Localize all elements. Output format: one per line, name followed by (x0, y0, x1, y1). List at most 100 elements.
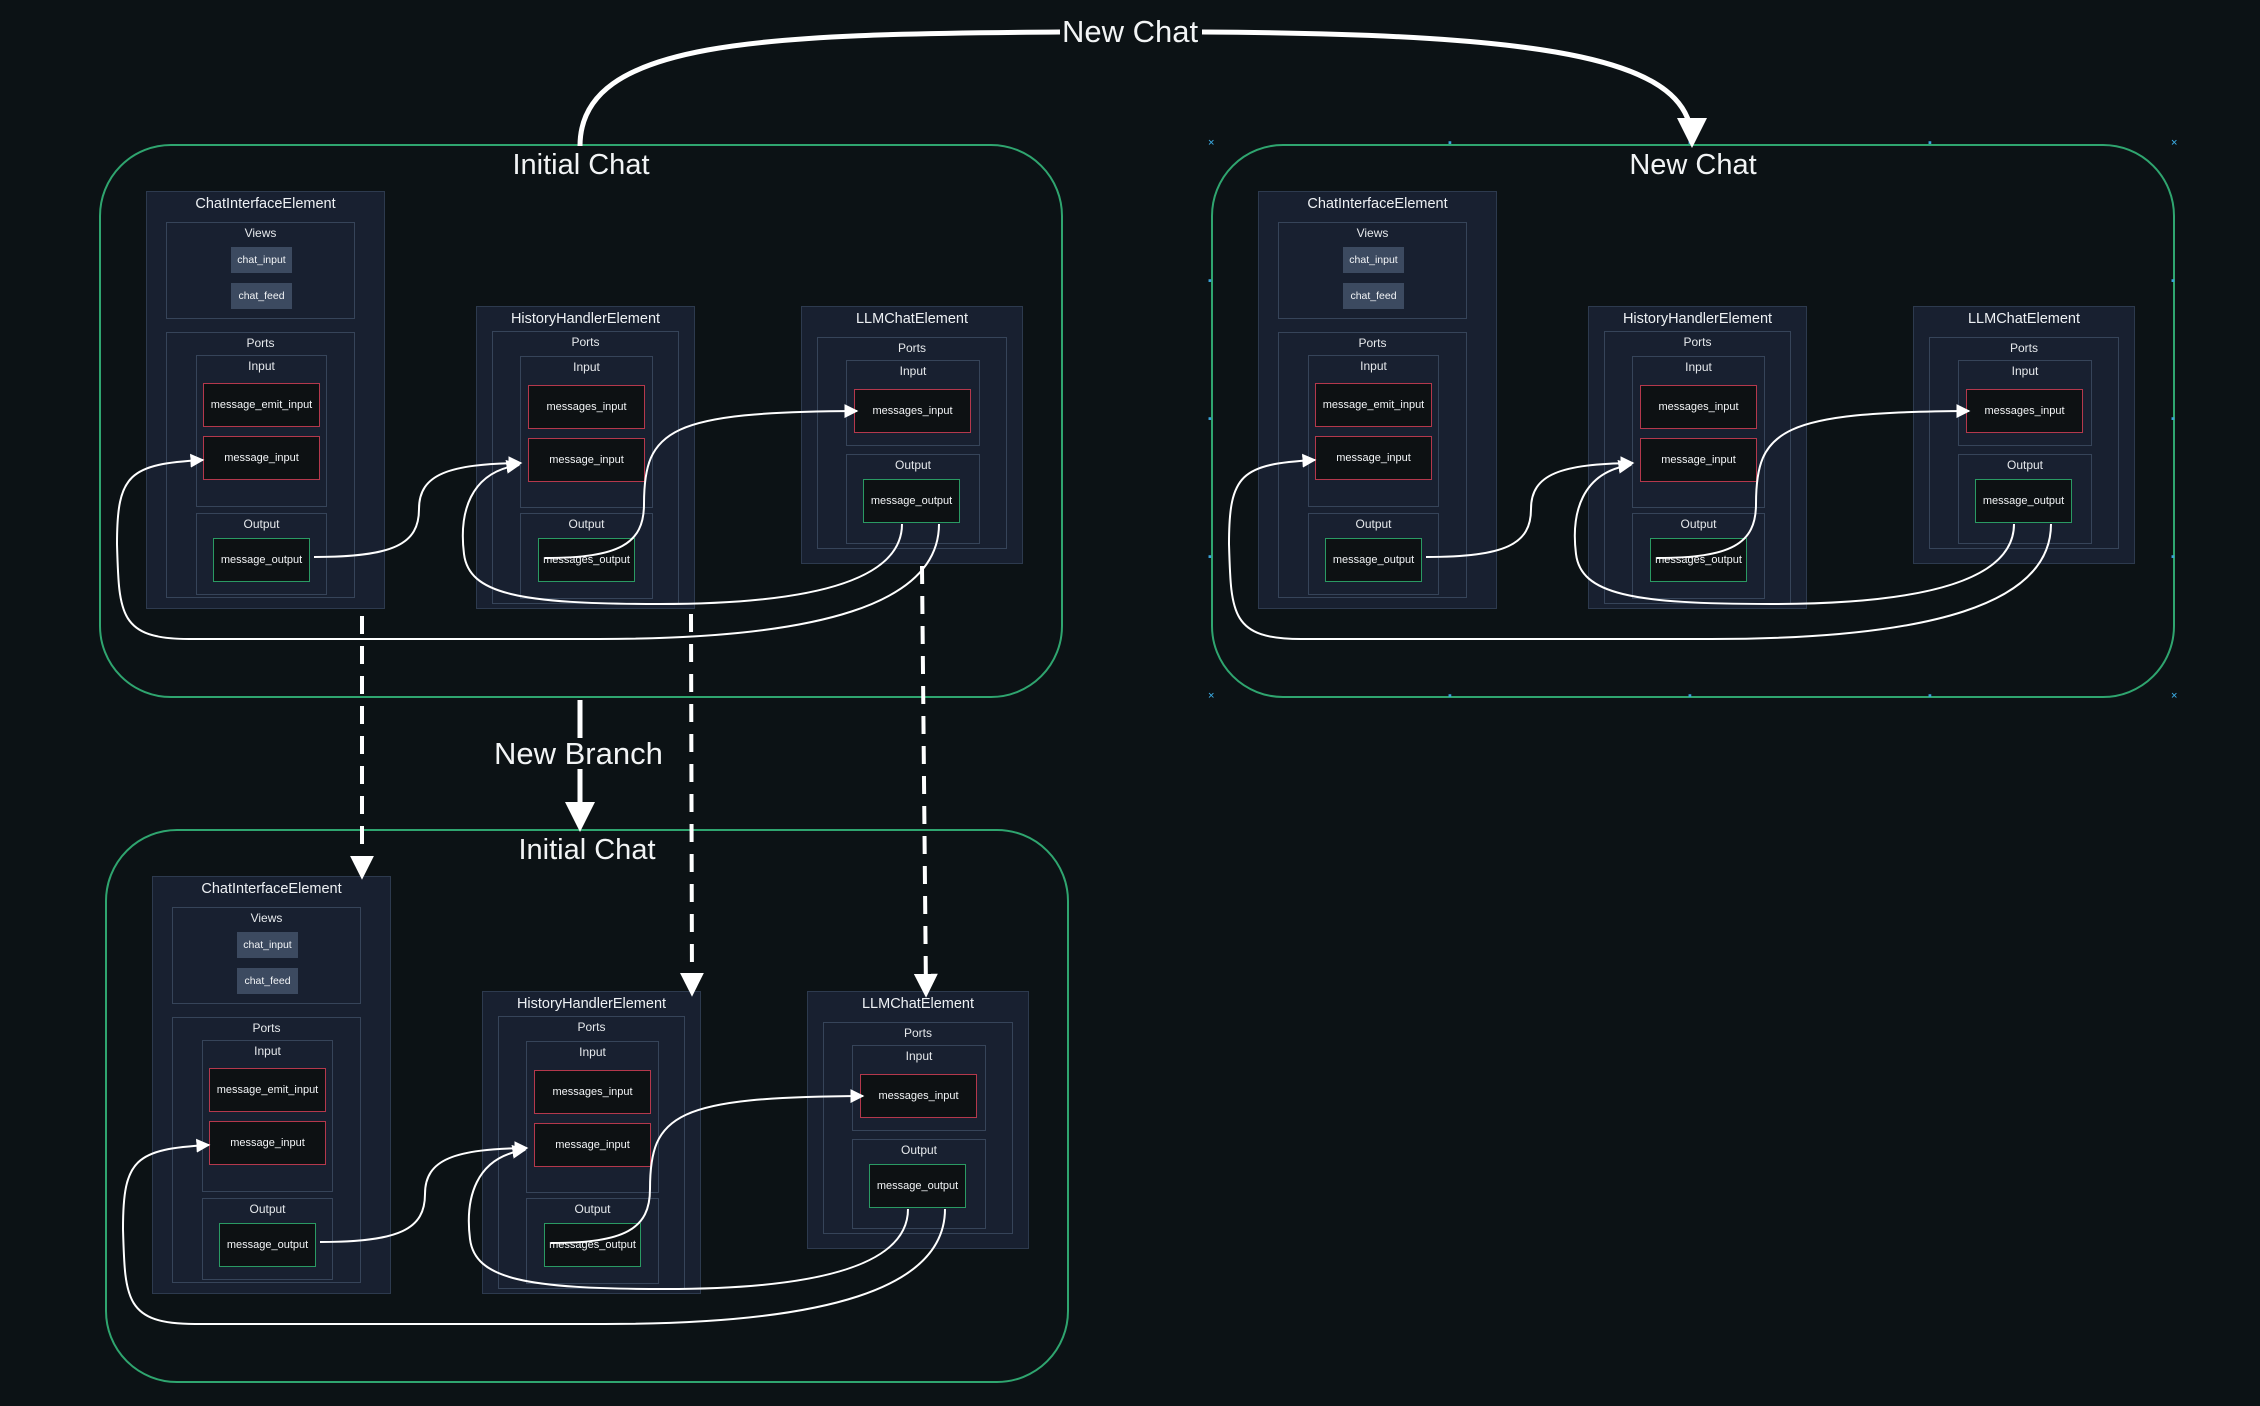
port-message-input[interactable]: message_input (1315, 436, 1432, 480)
port-messages-input[interactable]: messages_input (528, 385, 645, 429)
section-title: Output (249, 1202, 286, 1216)
input-section: Input messages_input message_input (520, 356, 653, 508)
section-title: Output (2006, 458, 2044, 472)
selection-handle[interactable]: ▪ (1688, 690, 1692, 702)
port-message-output[interactable]: message_output (863, 479, 960, 523)
port-messages-output[interactable]: messages_output (1650, 538, 1747, 582)
section-title: Input (1360, 359, 1387, 373)
selection-handle[interactable]: ▪ (2171, 413, 2175, 425)
port-message-input[interactable]: message_input (534, 1123, 651, 1167)
port-message-input[interactable]: message_input (1640, 438, 1757, 482)
new-chat-edge-label[interactable]: New Chat (1060, 14, 1201, 49)
section-title: Views (244, 226, 277, 240)
selection-handle[interactable]: × (2171, 690, 2178, 702)
port-message-output[interactable]: message_output (869, 1164, 966, 1208)
selection-handle[interactable]: ▪ (2171, 551, 2175, 563)
chat-group-title: Initial Chat (512, 149, 650, 181)
section-title: Input (573, 360, 600, 374)
element-title: ChatInterfaceElement (201, 881, 342, 897)
port-message-output[interactable]: message_output (213, 538, 310, 582)
port-messages-input[interactable]: messages_input (534, 1070, 651, 1114)
section-title: Ports (1358, 336, 1387, 350)
selection-handle[interactable]: ▪ (1208, 275, 1212, 287)
section-title: Ports (571, 335, 600, 349)
selection-handle[interactable]: ▪ (1208, 551, 1212, 563)
port-messages-input[interactable]: messages_input (1640, 385, 1757, 429)
selection-handle[interactable]: × (2171, 137, 2178, 149)
section-title: Input (2011, 364, 2039, 378)
section-title: Ports (577, 1020, 606, 1034)
port-message-emit-input[interactable]: message_emit_input (1315, 383, 1432, 427)
port-message-output[interactable]: message_output (219, 1223, 316, 1267)
port-messages-output[interactable]: messages_output (544, 1223, 641, 1267)
input-section: Input messages_input message_input (526, 1041, 659, 1193)
port-message-input[interactable]: message_input (528, 438, 645, 482)
port-message-input[interactable]: message_input (209, 1121, 326, 1165)
input-section: Input message_emit_input message_input (1308, 355, 1439, 507)
view-chat-input[interactable]: chat_input (1343, 247, 1404, 273)
selection-handle[interactable]: ▪ (1688, 137, 1692, 149)
port-message-input[interactable]: message_input (203, 436, 320, 480)
input-section: Input messages_input (1958, 360, 2092, 446)
port-messages-output[interactable]: messages_output (538, 538, 635, 582)
section-title: Ports (1683, 335, 1712, 349)
new-chat-edge[interactable] (577, 29, 1692, 146)
new-branch-edge-label[interactable]: New Branch (492, 736, 665, 771)
element-title: ChatInterfaceElement (1307, 196, 1448, 212)
selection-handle[interactable]: ▪ (2171, 275, 2175, 287)
section-title: Output (1355, 517, 1392, 531)
section-title: Ports (903, 1026, 932, 1040)
section-title: Output (1680, 517, 1717, 531)
selection-handle[interactable]: ▪ (1448, 690, 1452, 702)
selection-handle[interactable]: × (2171, 137, 2178, 149)
port-message-emit-input[interactable]: message_emit_input (203, 383, 320, 427)
selection-handle[interactable]: ▪ (1448, 137, 1452, 149)
selection-handle[interactable]: ▪ (1208, 413, 1212, 425)
section-title: Input (579, 1045, 606, 1059)
port-message-emit-input[interactable]: message_emit_input (209, 1068, 326, 1112)
view-chat-feed[interactable]: chat_feed (237, 968, 298, 994)
element-title: HistoryHandlerElement (1622, 311, 1773, 327)
view-chat-feed[interactable]: chat_feed (231, 283, 292, 309)
selection-handle[interactable]: × (1208, 690, 1215, 702)
section-title: Ports (252, 1021, 281, 1035)
port-message-output[interactable]: message_output (1975, 479, 2072, 523)
views-section: Views chat_input chat_feed (166, 222, 355, 319)
view-chat-feed[interactable]: chat_feed (1343, 283, 1404, 309)
output-section: Output message_output (1958, 454, 2092, 544)
port-messages-input[interactable]: messages_input (860, 1074, 977, 1118)
section-title: Views (250, 911, 283, 925)
view-chat-input[interactable]: chat_input (237, 932, 298, 958)
selection-handle[interactable]: ▪ (1928, 690, 1932, 702)
section-title: Input (899, 364, 927, 378)
view-chat-input[interactable]: chat_input (231, 247, 292, 273)
selection-handle[interactable]: × (2171, 690, 2178, 702)
input-section: Input messages_input message_input (1632, 356, 1765, 508)
port-message-output[interactable]: message_output (1325, 538, 1422, 582)
element-title: ChatInterfaceElement (195, 196, 336, 212)
element-title: HistoryHandlerElement (516, 996, 667, 1012)
port-messages-input[interactable]: messages_input (854, 389, 971, 433)
port-messages-input[interactable]: messages_input (1966, 389, 2083, 433)
selection-handle[interactable]: ▪ (1928, 137, 1932, 149)
section-title: Input (1685, 360, 1712, 374)
element-title: HistoryHandlerElement (510, 311, 661, 327)
selection-handle[interactable]: × (1208, 137, 1215, 149)
selection-handle[interactable]: × (1208, 690, 1215, 702)
